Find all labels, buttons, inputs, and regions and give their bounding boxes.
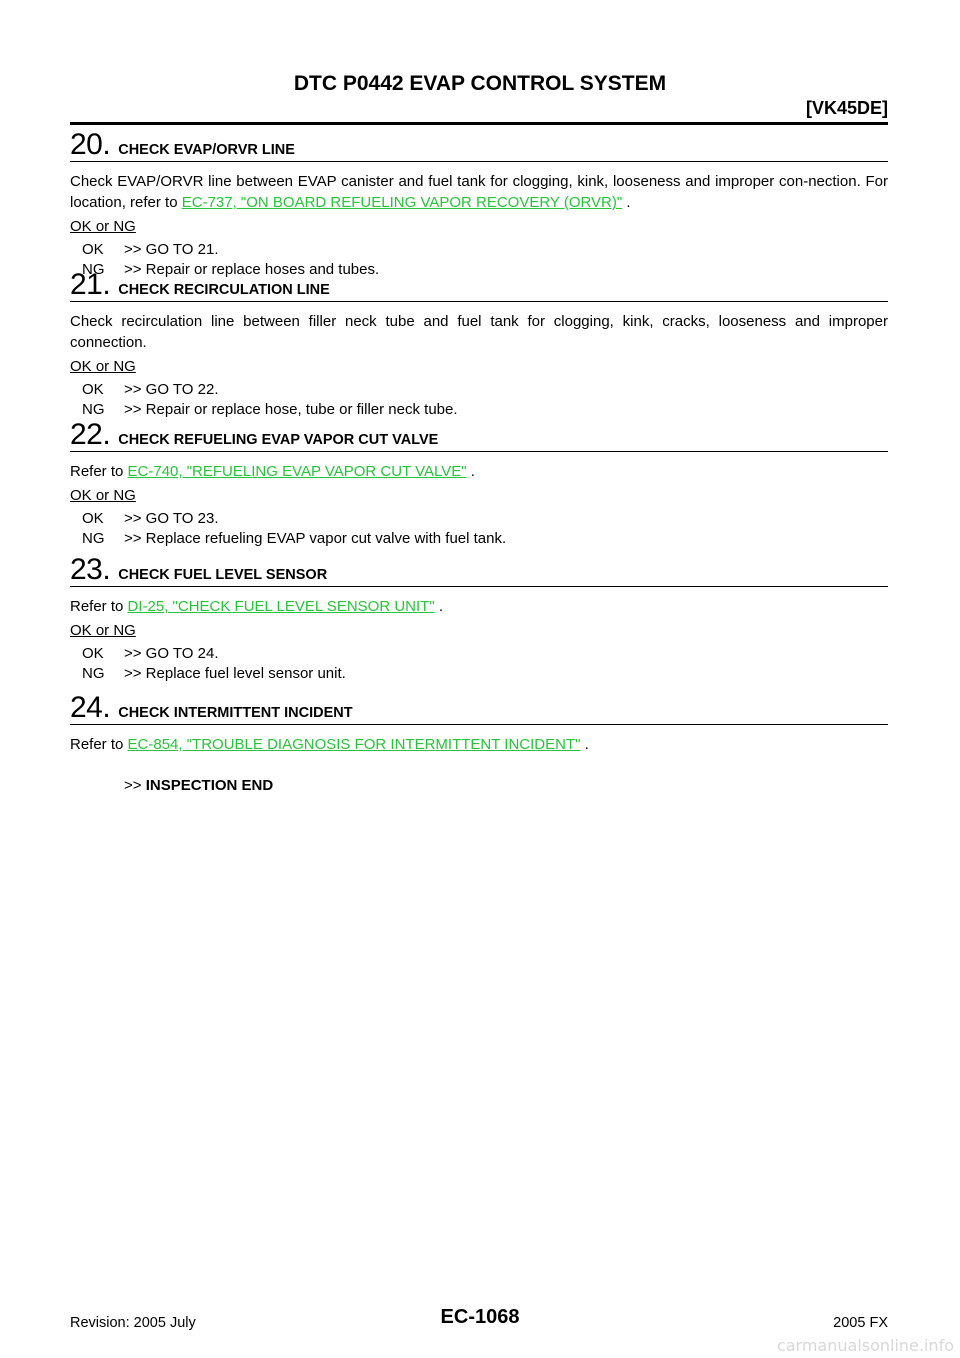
result-text: >> Repair or replace hose, tube or fille… [124,401,458,418]
procedure-content: 20. CHECK EVAP/ORVR LINE Check EVAP/ORVR… [70,128,888,811]
result-list: OK >> GO TO 22. NG >> Repair or replace ho… [70,380,888,420]
step-title: CHECK INTERMITTENT INCIDENT [118,705,353,721]
result-code: NG [82,530,105,547]
instruction-text: Refer to [70,598,128,615]
step-24: 24. CHECK INTERMITTENT INCIDENT Refer to… [70,691,888,811]
result-text: >> Replace refueling EVAP vapor cut valv… [124,530,507,547]
reference-link[interactable]: EC-737, "ON BOARD REFUELING VAPOR RECOVE… [181,194,623,211]
result-code: OK [82,645,104,662]
model-code: [VK45DE] [805,98,888,118]
result-ng: NG >> Repair or replace hoses and tubes. [82,260,888,280]
instruction-suffix: . [622,194,631,211]
result-code: NG [82,261,105,278]
reference-link[interactable]: DI-25, "CHECK FUEL LEVEL SENSOR UNIT" [127,598,435,615]
result-text: >> GO TO 23. [124,510,219,527]
result-code: NG [82,401,105,418]
result-ng: NG >> Repair or replace hose, tube or fil… [82,400,888,420]
step-heading: 24. CHECK INTERMITTENT INCIDENT [70,691,888,725]
instruction-text: Check EVAP/ORVR line between EVAP canist… [70,173,888,211]
step-heading: 22. CHECK REFUELING EVAP VAPOR CUT VALVE [70,418,888,452]
end-prefix: >> [124,777,146,794]
ok-or-ng-label: OK or NG [70,487,136,504]
result-list: OK >> GO TO 21. NG >> Repair or replace ho… [70,240,888,280]
step-number: 22. [70,418,111,451]
step-number: 20. [70,128,111,161]
result-text: >> Replace fuel level sensor unit. [124,665,346,682]
ok-or-ng-label: OK or NG [70,358,136,375]
step-instruction: Refer to EC-854, "TROUBLE DIAGNOSIS FOR … [70,734,888,755]
result-code: NG [82,665,105,682]
result-code: OK [82,381,104,398]
step-number: 24. [70,691,111,724]
step-instruction: Refer to EC-740, "REFUELING EVAP VAPOR C… [70,461,888,482]
instruction-text: Refer to [70,736,128,753]
result-list: OK >> GO TO 24. NG >> Replace fuel level s… [70,644,888,684]
step-number: 23. [70,553,111,586]
step-divider [70,586,888,587]
step-title: CHECK EVAP/ORVR LINE [118,142,295,158]
result-code: OK [82,510,104,527]
revision-date: Revision: 2005 July [70,1315,196,1331]
result-ng: NG >> Replace fuel level sensor unit. [82,664,888,684]
result-text: >> Repair or replace hoses and tubes. [124,261,380,278]
step-divider [70,161,888,162]
step-instruction: Refer to DI-25, "CHECK FUEL LEVEL SENSOR… [70,596,888,617]
ok-or-ng-label: OK or NG [70,622,136,639]
step-21: 21. CHECK RECIRCULATION LINE Check recir… [70,268,888,418]
instruction-suffix: . [434,598,443,615]
result-ng: NG >> Replace refueling EVAP vapor cut va… [82,529,888,549]
page-title: DTC P0442 EVAP CONTROL SYSTEM [293,72,667,95]
model-year: 2005 FX [833,1315,888,1331]
step-heading: 20. CHECK EVAP/ORVR LINE [70,128,888,162]
inspection-end: >> INSPECTION END [70,777,888,794]
reference-link[interactable]: EC-740, "REFUELING EVAP VAPOR CUT VALVE" [127,463,467,480]
step-divider [70,724,888,725]
watermark: carmanualsonline.info [776,1336,954,1355]
result-text: >> GO TO 22. [124,381,219,398]
result-ok: OK >> GO TO 24. [82,644,888,664]
result-text: >> GO TO 21. [124,241,219,258]
step-23: 23. CHECK FUEL LEVEL SENSOR Refer to DI-… [70,553,888,691]
step-heading: 21. CHECK RECIRCULATION LINE [70,268,888,302]
step-divider [70,451,888,452]
step-title: CHECK REFUELING EVAP VAPOR CUT VALVE [118,432,439,448]
result-code: OK [82,241,104,258]
result-text: >> GO TO 24. [124,645,219,662]
result-ok: OK >> GO TO 23. [82,509,888,529]
step-22: 22. CHECK REFUELING EVAP VAPOR CUT VALVE… [70,418,888,553]
instruction-suffix: . [580,736,589,753]
step-divider [70,301,888,302]
end-label: INSPECTION END [145,777,274,794]
step-instruction: Check recirculation line between filler … [70,313,888,351]
header-rule [70,122,888,125]
result-ok: OK >> GO TO 21. [82,240,888,260]
page-number: EC-1068 [440,1306,520,1328]
result-list: OK >> GO TO 23. NG >> Replace refueling EV… [70,509,888,549]
instruction-suffix: . [466,463,475,480]
instruction-text: Refer to [70,463,128,480]
step-instruction: Check EVAP/ORVR line between EVAP canist… [70,171,888,213]
ok-or-ng-label: OK or NG [70,218,136,235]
result-ok: OK >> GO TO 22. [82,380,888,400]
reference-link[interactable]: EC-854, "TROUBLE DIAGNOSIS FOR INTERMITT… [127,736,581,753]
step-title: CHECK RECIRCULATION LINE [118,282,330,298]
step-heading: 23. CHECK FUEL LEVEL SENSOR [70,553,888,587]
step-20: 20. CHECK EVAP/ORVR LINE Check EVAP/ORVR… [70,128,888,278]
step-title: CHECK FUEL LEVEL SENSOR [118,567,328,583]
step-number: 21. [70,268,111,301]
